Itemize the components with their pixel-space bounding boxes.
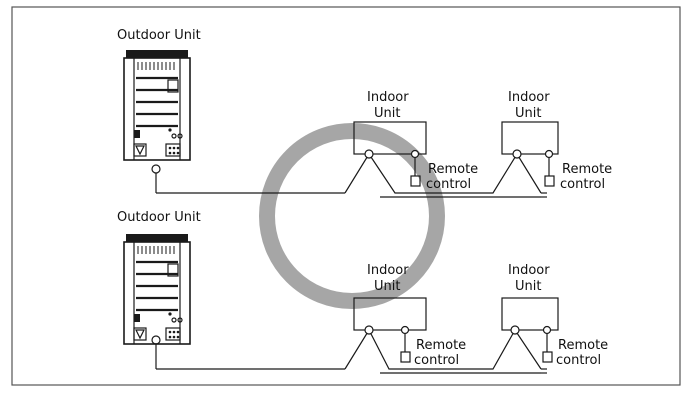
- remote-label-3b: control: [414, 353, 459, 368]
- remote-control-bottom-2: [542, 351, 553, 363]
- indoor-unit-label-4: Indoor: [508, 263, 550, 278]
- indoor-unit-top-2: [501, 121, 559, 155]
- remote-label-1: Remote: [428, 162, 478, 177]
- indoor-unit-label-2: Indoor: [508, 90, 550, 105]
- indoor-unit-label-3: Indoor: [367, 263, 409, 278]
- outdoor-unit-top: [122, 48, 192, 162]
- diagram-frame: [11, 6, 681, 386]
- remote-terminal-bottom-1: [400, 325, 410, 335]
- indoor-terminal-top-1: [364, 149, 374, 159]
- indoor-unit-bottom-1: [353, 297, 427, 331]
- indoor-unit-label-3b: Unit: [374, 279, 400, 294]
- remote-label-2b: control: [560, 177, 605, 192]
- indoor-unit-top-1: [353, 121, 427, 155]
- remote-control-bottom-1: [400, 351, 411, 363]
- indoor-unit-label-1b: Unit: [374, 106, 400, 121]
- remote-control-top-2: [544, 175, 555, 187]
- remote-terminal-top-2: [544, 149, 554, 159]
- outdoor-unit-bottom: [122, 232, 192, 346]
- outdoor-unit-label-bottom: Outdoor Unit: [117, 210, 201, 225]
- indoor-terminal-bottom-2: [510, 325, 520, 335]
- outdoor-terminal-top: [151, 164, 161, 174]
- indoor-unit-label-1: Indoor: [367, 90, 409, 105]
- indoor-unit-label-4b: Unit: [515, 279, 541, 294]
- remote-label-1b: control: [426, 177, 471, 192]
- remote-label-4: Remote: [558, 338, 608, 353]
- indoor-terminal-bottom-1: [364, 325, 374, 335]
- indoor-terminal-top-2: [512, 149, 522, 159]
- correct-indicator-ring: [259, 123, 445, 309]
- remote-label-4b: control: [556, 353, 601, 368]
- indoor-unit-bottom-2: [501, 297, 559, 331]
- remote-label-3: Remote: [416, 338, 466, 353]
- indoor-unit-label-2b: Unit: [515, 106, 541, 121]
- outdoor-terminal-bottom: [151, 335, 161, 345]
- outdoor-unit-label-top: Outdoor Unit: [117, 28, 201, 43]
- remote-terminal-top-1: [410, 149, 420, 159]
- remote-terminal-bottom-2: [542, 325, 552, 335]
- remote-label-2: Remote: [562, 162, 612, 177]
- remote-control-top-1: [410, 175, 421, 187]
